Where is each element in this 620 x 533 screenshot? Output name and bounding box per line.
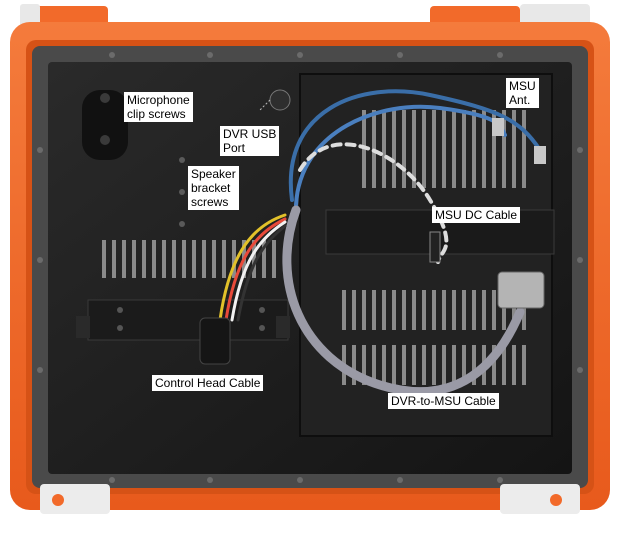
dvr-to-msu-cable-label: DVR-to-MSU Cable xyxy=(388,393,499,409)
dvr-vents-upper xyxy=(362,110,526,188)
msu-dc-cable-label: MSU DC Cable xyxy=(432,207,521,223)
usb-port-cap xyxy=(259,89,291,111)
msu-ant-label: MSU Ant. xyxy=(506,78,539,108)
frame-screws xyxy=(37,52,583,483)
speaker-label-line-2: bracket xyxy=(191,181,231,195)
msu-ant-label-line-1: MSU xyxy=(509,79,536,93)
control-head-cable-label: Control Head Cable xyxy=(152,375,264,391)
microphone-clip-screws-label: Microphone clip screws xyxy=(124,92,193,122)
connectors xyxy=(199,118,546,365)
dvr-usb-port-label: DVR USB Port xyxy=(220,126,280,156)
msu-ant-label-line-2: Ant. xyxy=(509,93,531,107)
microphone-clip xyxy=(82,90,128,160)
speaker-bracket-screws-label: Speaker bracket screws xyxy=(188,166,239,210)
microphone-label-line-2: clip screws xyxy=(127,107,186,121)
speaker-label-line-3: screws xyxy=(191,195,229,209)
microphone-label-line-1: Microphone xyxy=(127,93,190,107)
speaker-bracket-screws xyxy=(179,157,185,227)
speaker-label-line-1: Speaker xyxy=(191,167,236,181)
control-head-bracket xyxy=(76,299,290,341)
bottom-latches xyxy=(40,484,580,514)
dvr-usb-label-line-1: DVR USB xyxy=(223,127,277,141)
dvr-usb-label-line-2: Port xyxy=(223,141,246,155)
